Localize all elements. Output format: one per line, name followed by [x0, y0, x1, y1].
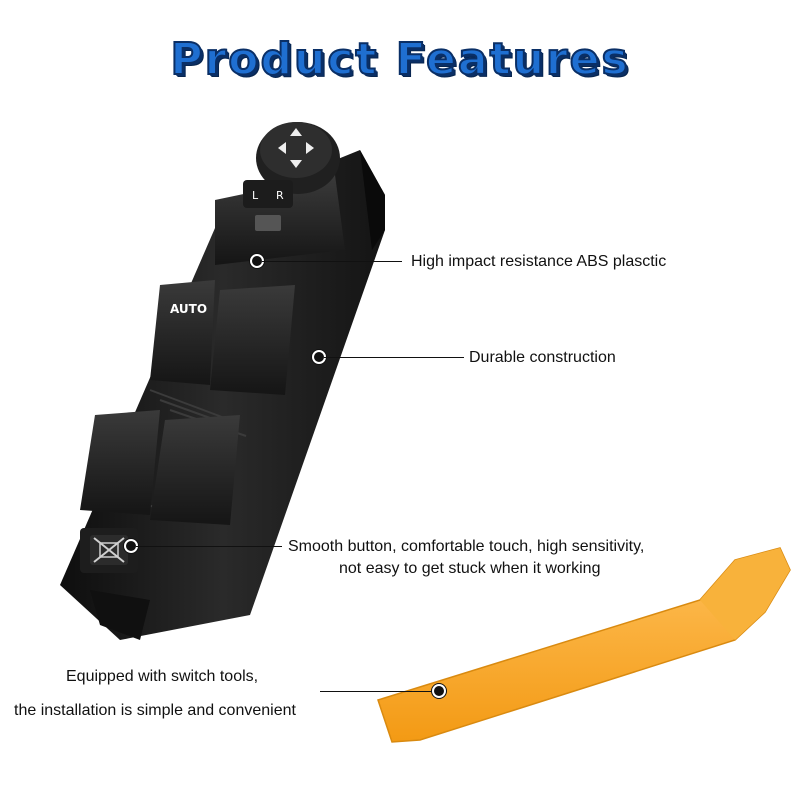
- feature-abs-plastic: High impact resistance ABS plasctic: [411, 253, 667, 270]
- page-title: Product Features: [169, 33, 630, 86]
- callout-line-durable: [324, 357, 464, 358]
- feature-switch-tools-line1: Equipped with switch tools,: [66, 668, 259, 685]
- feature-smooth-button-line2: not easy to get stuck when it working: [339, 560, 601, 577]
- feature-switch-tools-line2: the installation is simple and convenien…: [14, 702, 296, 719]
- feature-smooth-button-line1: Smooth button, comfortable touch, high s…: [288, 538, 645, 555]
- feature-durable-construction: Durable construction: [469, 349, 616, 366]
- rear-left-window-button: [80, 410, 160, 515]
- passenger-window-button: [210, 285, 295, 395]
- auto-label: AUTO: [170, 302, 207, 316]
- mirror-left-label: L: [252, 189, 259, 202]
- front-window-buttons: AUTO: [150, 280, 295, 395]
- rear-window-buttons: [80, 410, 240, 525]
- callout-line-abs: [262, 261, 402, 262]
- mirror-adjust-arrows-icon: [278, 128, 314, 168]
- auto-window-button: [150, 280, 215, 385]
- mirror-control: L R: [215, 122, 345, 265]
- callout-line-tools: [320, 691, 432, 692]
- callout-dot-tools: [432, 684, 446, 698]
- pry-tool: [377, 547, 791, 743]
- mirror-right-label: R: [276, 189, 284, 202]
- callout-line-smooth: [136, 546, 282, 547]
- window-lock-icon: [80, 528, 138, 573]
- rear-right-window-button: [150, 415, 240, 525]
